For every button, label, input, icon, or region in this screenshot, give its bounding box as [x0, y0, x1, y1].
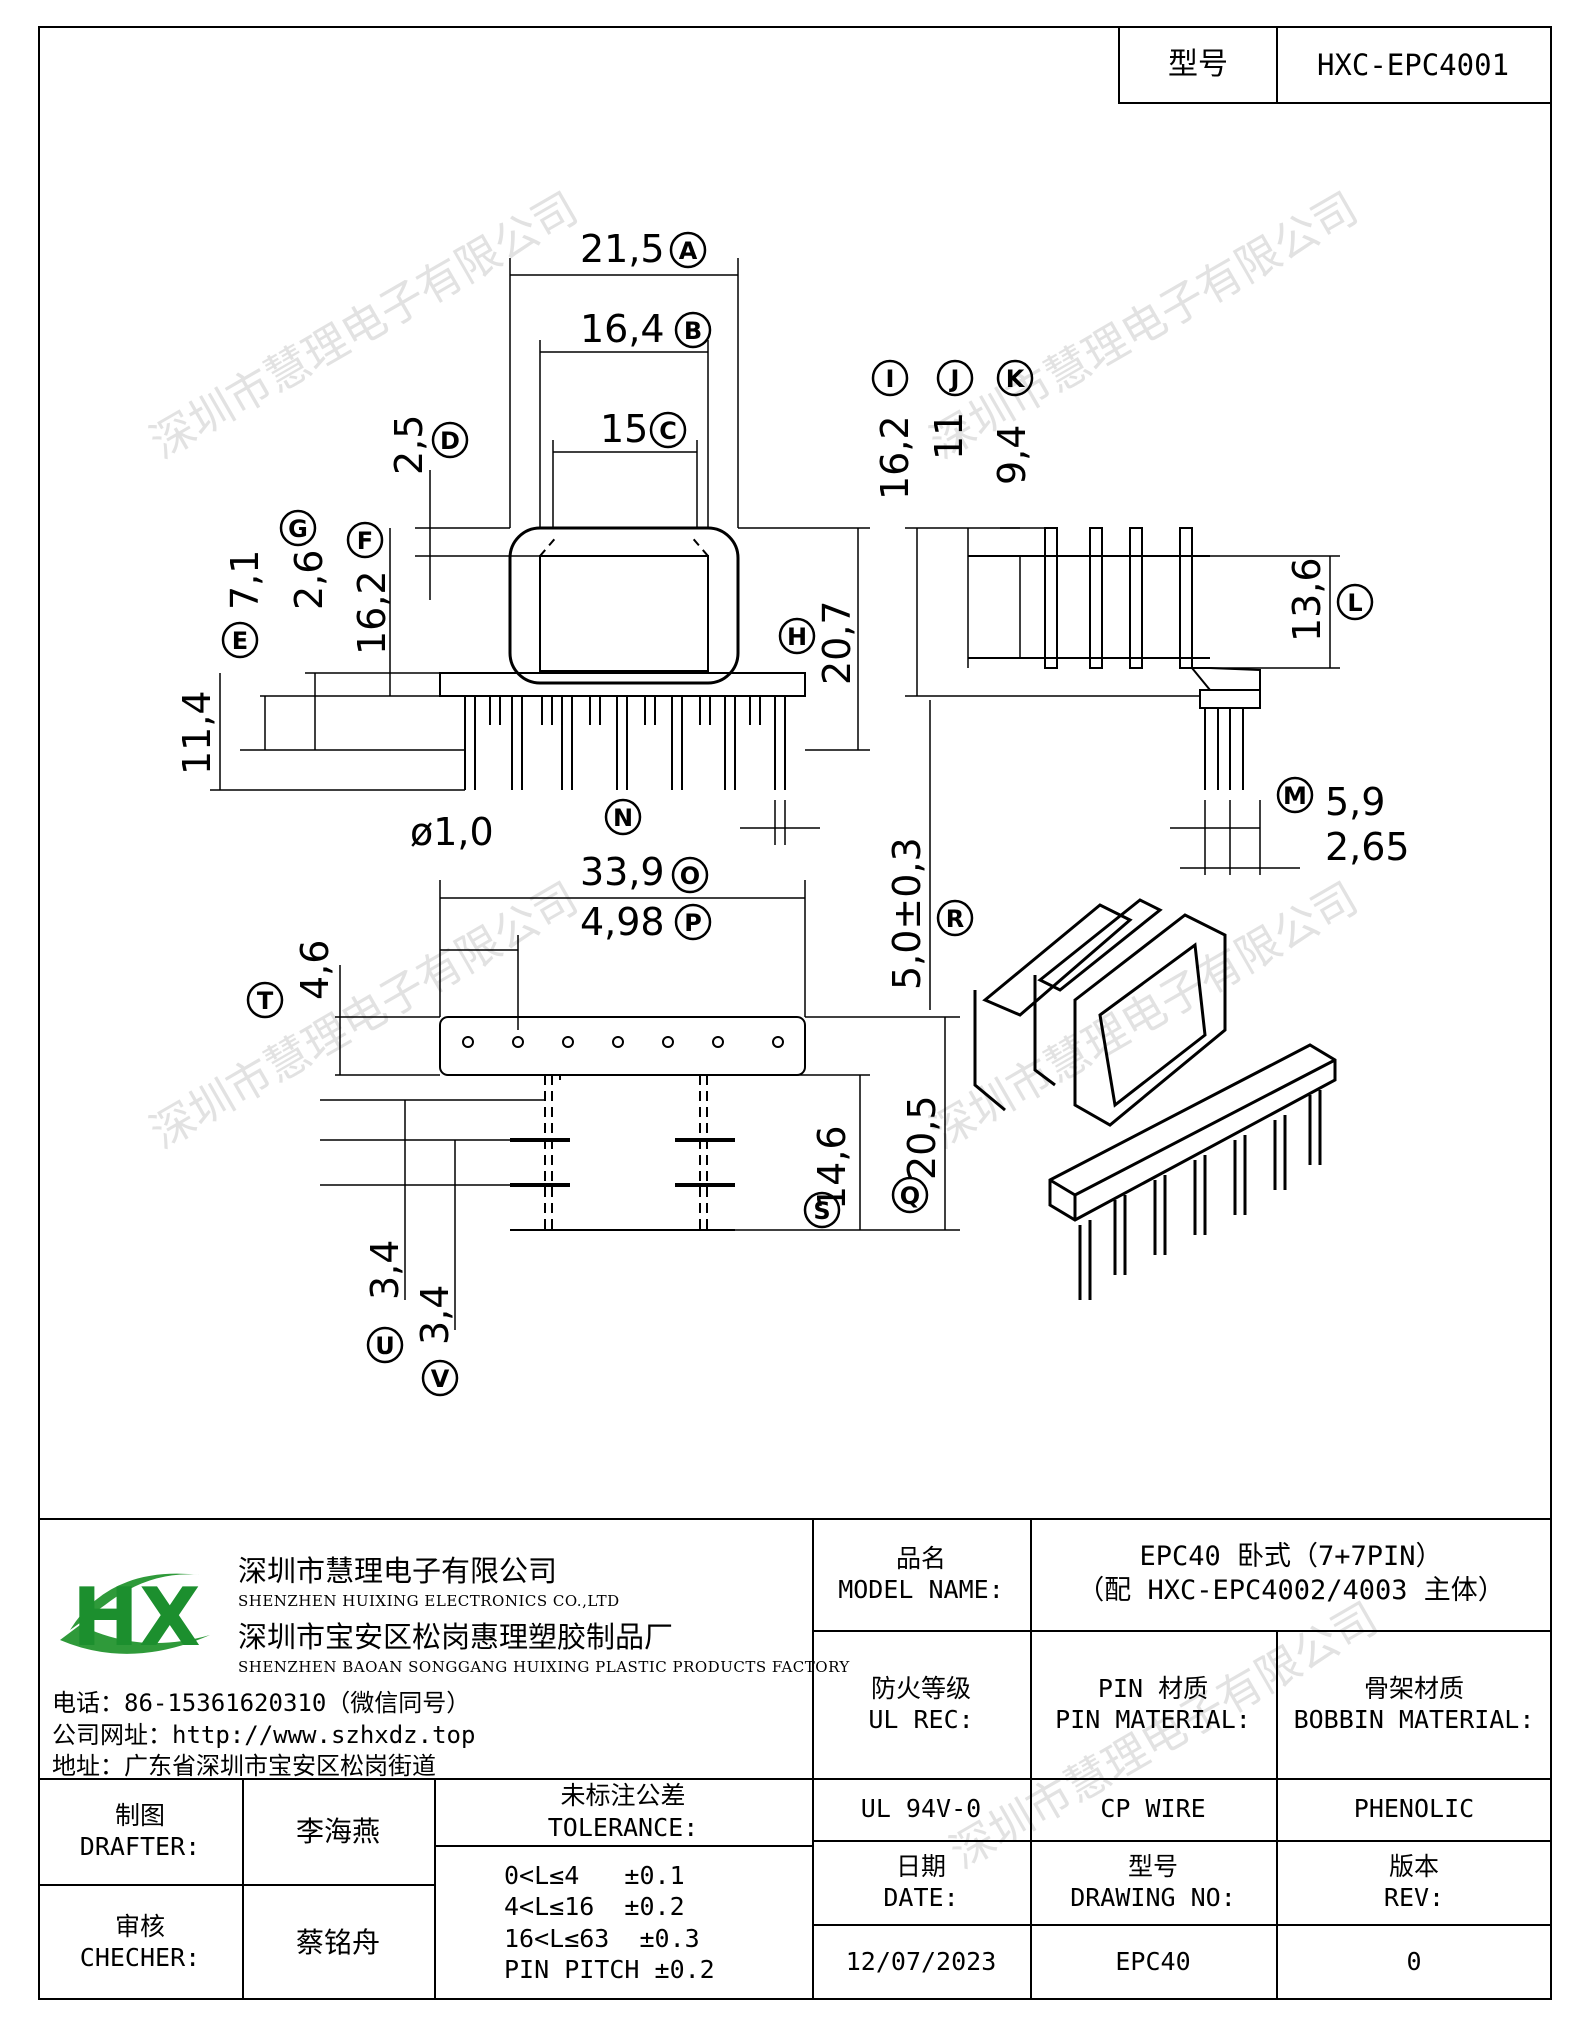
svg-text:J: J — [949, 365, 960, 393]
svg-text:C: C — [659, 417, 677, 445]
svg-text:S: S — [813, 1197, 830, 1225]
tolerance-row: 16<L≤63 ±0.3 — [504, 1923, 700, 1953]
rev-value: 0 — [1406, 1947, 1422, 1977]
dim-a-value: 21,5 — [580, 227, 665, 271]
svg-text:O: O — [680, 862, 700, 890]
svg-text:G: G — [288, 515, 308, 543]
company-name-cn: 深圳市慧理电子有限公司 — [238, 1554, 558, 1588]
isometric-view — [973, 898, 1337, 1300]
company-name-en: SHENZHEN HUIXING ELECTRONICS CO.,LTD — [238, 1592, 620, 1610]
dim-r-value: 5,0±0,3 — [885, 837, 929, 990]
header-model-label: 型号 — [1118, 26, 1278, 104]
tolerance-row: PIN PITCH ±0.2 — [504, 1954, 715, 1984]
header-model-value: HXC-EPC4001 — [1276, 26, 1552, 104]
dim-m1-value: 5,9 — [1325, 780, 1385, 824]
svg-text:F: F — [357, 527, 373, 555]
svg-text:A: A — [679, 237, 698, 265]
svg-text:K: K — [1006, 365, 1026, 393]
company-address: 地址：广东省深圳市宝安区松岗街道 — [52, 1752, 436, 1780]
dim-i-value: 16,2 — [873, 415, 917, 500]
checker-value: 蔡铭舟 — [295, 1925, 380, 1959]
side-view — [905, 527, 1340, 1010]
dim-g-value: 2,6 — [287, 550, 331, 610]
model-name-value: EPC40 卧式（7+7PIN）（配 HXC-EPC4002/4003 主体） — [1077, 1541, 1505, 1606]
dim-f-value: 16,2 — [350, 570, 394, 655]
company-website: 公司网址：http://www.szhxdz.top — [52, 1721, 476, 1749]
dim-o-value: 33,9 — [580, 850, 665, 894]
dim-j-value: 11 — [927, 412, 971, 460]
dim-u-value: 3,4 — [363, 1240, 407, 1300]
bobbin-material-value: PHENOLIC — [1353, 1794, 1475, 1824]
dim-c-value: 15 — [600, 407, 648, 451]
drafter-value: 李海燕 — [295, 1814, 380, 1848]
dim-q-value: 20,5 — [900, 1095, 944, 1180]
svg-text:E: E — [232, 627, 248, 655]
svg-text:I: I — [886, 365, 895, 393]
svg-text:T: T — [257, 987, 274, 1015]
dim-v-value: 3,4 — [413, 1285, 457, 1345]
dim-e-value: 7,1 — [223, 550, 267, 610]
dim-k-value: 9,4 — [990, 425, 1034, 485]
drawing-sheet — [38, 26, 1552, 2000]
svg-text:N: N — [613, 804, 633, 832]
front-view — [210, 258, 870, 845]
bottom-pins — [462, 1036, 784, 1048]
dim-e2-value: 11,4 — [175, 690, 219, 775]
tolerance-row: 4<L≤16 ±0.2 — [504, 1892, 685, 1922]
factory-name-cn: 深圳市宝安区松岗惠理塑胶制品厂 — [238, 1620, 674, 1654]
dim-m2-value: 2,65 — [1325, 825, 1410, 869]
date-value: 12/07/2023 — [845, 1947, 997, 1977]
tolerance-row: 0<L≤4 ±0.1 — [504, 1861, 685, 1890]
svg-text:D: D — [440, 427, 460, 455]
company-logo: HX — [60, 1571, 210, 1664]
svg-text:L: L — [1347, 589, 1362, 617]
svg-text:Q: Q — [900, 1182, 920, 1210]
dim-b-value: 16,4 — [580, 307, 665, 351]
dim-t-value: 4,6 — [293, 940, 337, 1000]
dim-p-value: 4,98 — [580, 900, 665, 944]
svg-text:H: H — [787, 623, 807, 651]
technical-drawing: 21,5 16,4 15 ø1,0 33,9 4,98 5,9 2,65 2,5… — [175, 227, 1410, 1397]
ul-rec-value: UL 94V-0 — [860, 1794, 982, 1824]
callouts — [221, 231, 1374, 1397]
front-pins — [464, 696, 786, 790]
logo-text: HX — [72, 1571, 201, 1664]
svg-text:V: V — [431, 1365, 450, 1393]
company-phone: 电话：86-15361620310（微信同号） — [52, 1689, 471, 1717]
svg-text:M: M — [1283, 782, 1307, 810]
dim-h-value: 20,7 — [815, 600, 859, 685]
dim-l-value: 13,6 — [1285, 557, 1329, 642]
svg-text:U: U — [375, 1332, 395, 1360]
svg-text:R: R — [946, 905, 964, 933]
dim-d-value: 2,5 — [387, 415, 431, 475]
dim-n-value: ø1,0 — [410, 810, 494, 854]
drawing-no-value: EPC40 — [1115, 1947, 1191, 1977]
bottom-view — [320, 880, 960, 1330]
factory-name-en: SHENZHEN BAOAN SONGGANG HUIXING PLASTIC … — [238, 1658, 850, 1676]
svg-text:P: P — [684, 909, 702, 937]
pin-material-value: CP WIRE — [1100, 1794, 1206, 1824]
svg-text:B: B — [684, 317, 702, 345]
tolerance-table: 0<L≤4 ±0.1 4<L≤16 ±0.2 16<L≤63 ±0.3 PIN … — [434, 1845, 812, 2000]
